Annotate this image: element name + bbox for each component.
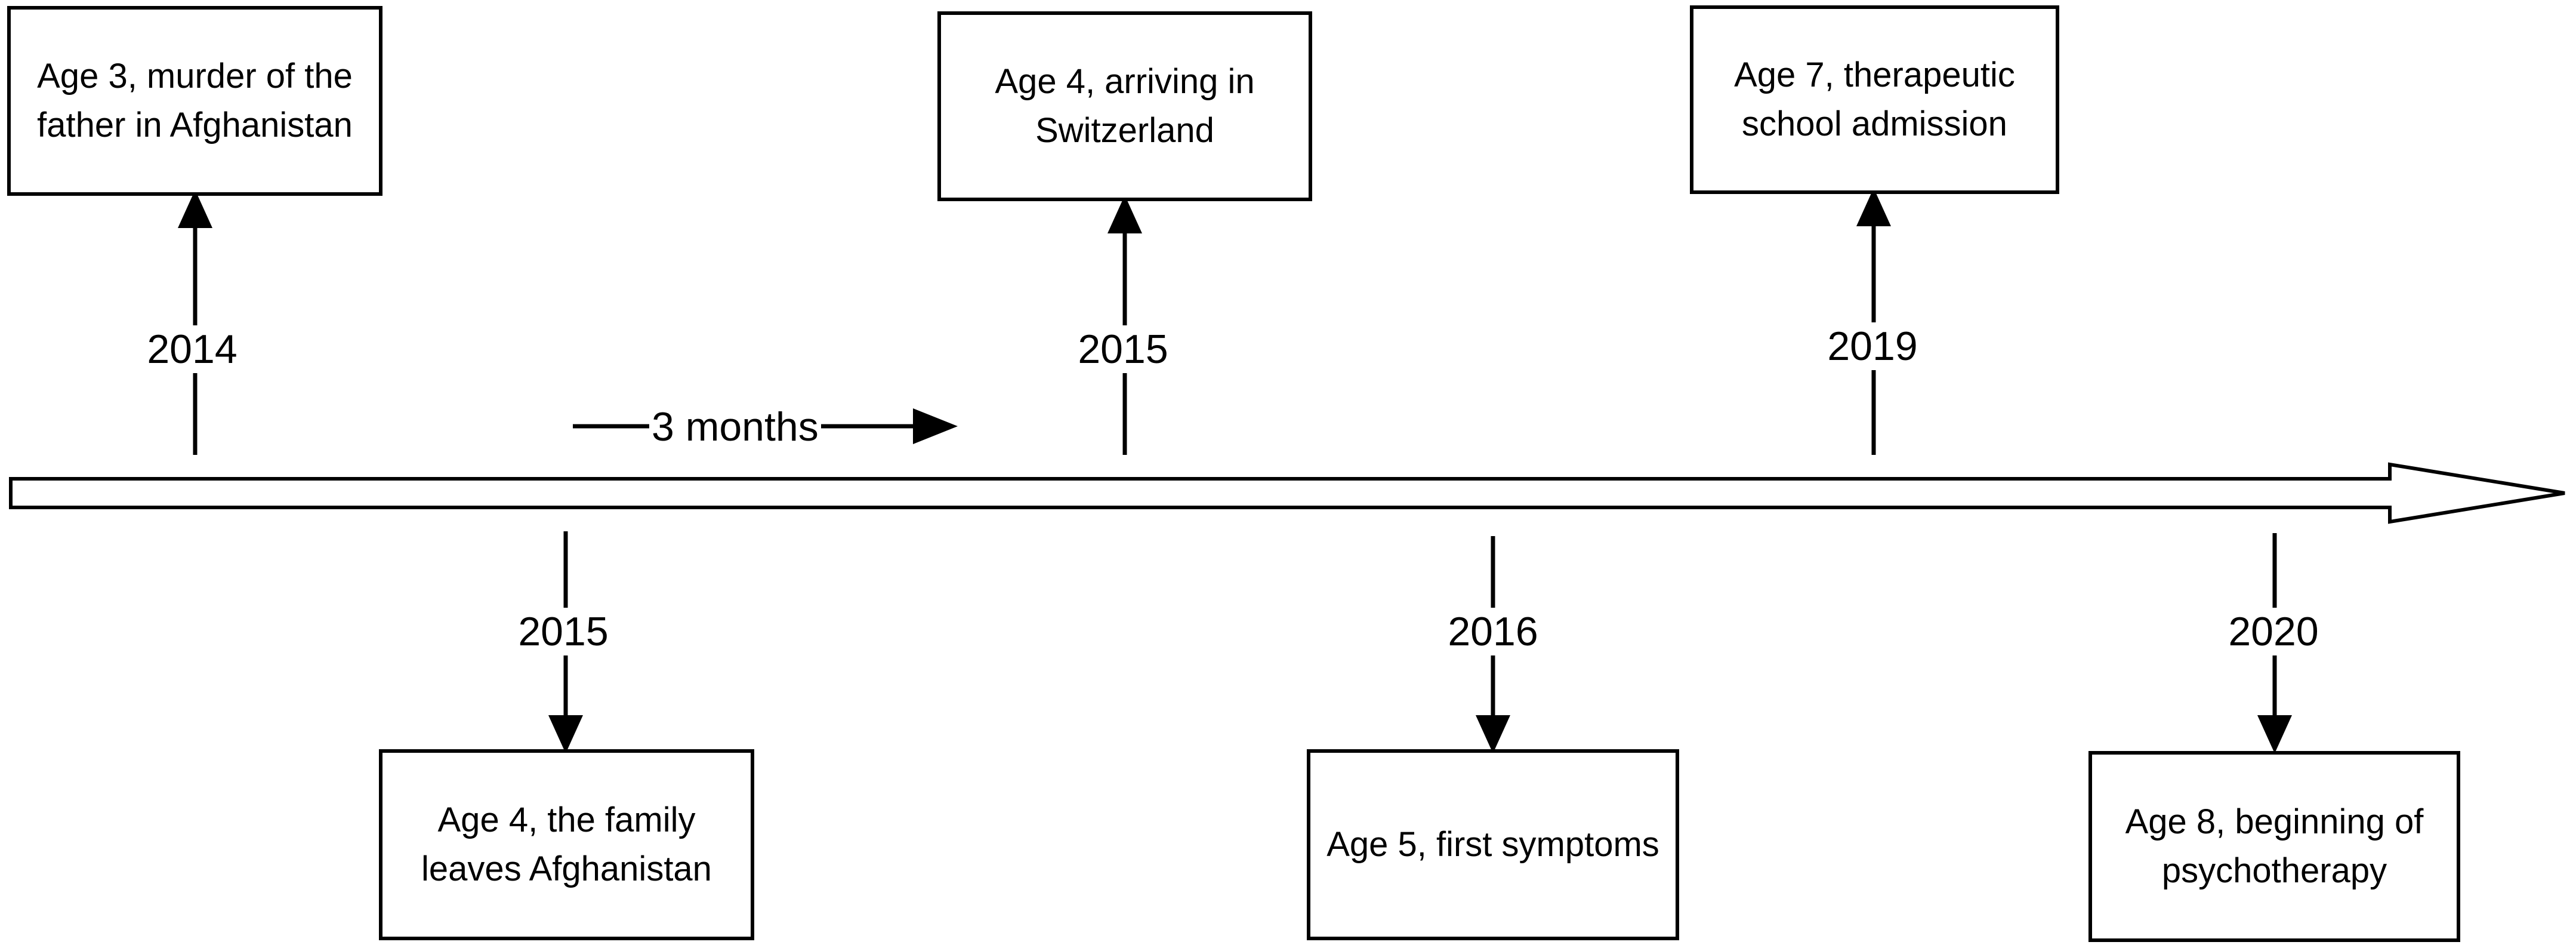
event-text-psychotherapy: Age 8, beginning of psychotherapy: [2125, 802, 2424, 890]
arrowhead-up-2015: [1107, 195, 1142, 233]
year-label-2016: 2016: [1443, 608, 1543, 655]
year-label-2014: 2014: [142, 325, 242, 373]
duration-arrowhead: [913, 408, 958, 444]
event-box-therapeutic-school: Age 7, therapeutic school admission: [1690, 5, 2059, 194]
event-text-first-symptoms: Age 5, first symptoms: [1326, 824, 1659, 864]
arrowhead-down-2015: [548, 715, 583, 753]
year-label-2015-above: 2015: [1073, 325, 1173, 373]
year-label-2019: 2019: [1822, 322, 1923, 370]
arrowhead-up-2019: [1856, 188, 1891, 226]
timeline-arrow: [9, 462, 2565, 524]
event-text-arriving-switzerland: Age 4, arriving in Switzerland: [995, 61, 1255, 150]
event-box-arriving-switzerland: Age 4, arriving in Switzerland: [937, 11, 1312, 201]
duration-label: 3 months: [649, 403, 821, 451]
event-box-family-leaves: Age 4, the family leaves Afghanistan: [379, 749, 754, 940]
event-box-first-symptoms: Age 5, first symptoms: [1307, 749, 1679, 940]
year-label-2015-below: 2015: [513, 608, 613, 655]
event-text-therapeutic-school: Age 7, therapeutic school admission: [1734, 55, 2015, 143]
year-label-2020: 2020: [2223, 608, 2324, 655]
event-box-father-murder: Age 3, murder of the father in Afghanist…: [7, 6, 382, 196]
event-box-psychotherapy: Age 8, beginning of psychotherapy: [2088, 751, 2460, 942]
event-text-father-murder: Age 3, murder of the father in Afghanist…: [37, 56, 353, 144]
arrowhead-up-2014: [178, 190, 212, 228]
arrowhead-down-2016: [1476, 715, 1510, 753]
event-text-family-leaves: Age 4, the family leaves Afghanistan: [421, 800, 712, 888]
arrowhead-down-2020: [2257, 715, 2292, 753]
